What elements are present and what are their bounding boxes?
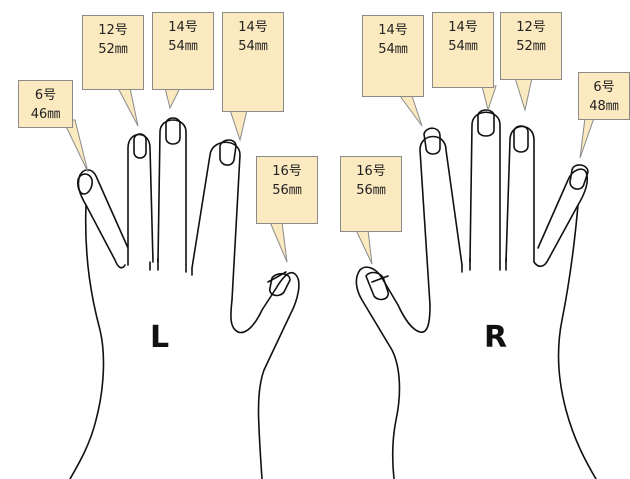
right-hand-outline [355,109,597,479]
left-middle-size: 14号 [168,20,198,35]
left-pinky-callout: 16号 56㎜ [256,156,318,224]
left-middle-callout: 14号 54㎜ [152,12,214,90]
right-index-mm: 52㎜ [516,39,546,54]
left-thumb-size: 6号 [34,88,57,103]
left-hand-label: L [150,320,170,355]
right-middle-mm: 54㎜ [448,39,478,54]
left-ring-callout: 14号 54㎜ [222,12,284,112]
right-ring-size: 14号 [378,23,408,38]
left-index-size: 12号 [98,23,128,38]
right-pinky-size: 16号 [356,164,386,179]
callout-pointers [62,77,595,265]
left-hand-outline [69,117,300,479]
right-index-size: 12号 [516,20,546,35]
right-hand-label: R [484,320,508,355]
left-pinky-size: 16号 [272,164,302,179]
right-index-callout: 12号 52㎜ [500,12,562,80]
left-pinky-mm: 56㎜ [272,183,302,198]
left-middle-mm: 54㎜ [168,39,198,54]
right-thumb-size: 6号 [593,80,615,95]
right-pinky-mm: 56㎜ [356,183,386,198]
right-ring-mm: 54㎜ [378,42,408,57]
left-index-callout: 12号 52㎜ [82,15,144,90]
right-ring-callout: 14号 54㎜ [362,15,424,97]
right-middle-callout: 14号 54㎜ [432,12,494,88]
left-ring-mm: 54㎜ [238,39,268,54]
right-thumb-mm: 48㎜ [589,99,619,114]
right-middle-size: 14号 [448,20,478,35]
left-index-mm: 52㎜ [98,42,128,57]
right-pinky-callout: 16号 56㎜ [340,156,402,232]
left-ring-size: 14号 [238,20,268,35]
left-thumb-mm: 46㎜ [30,107,61,122]
left-thumb-callout: 6号 46㎜ [18,80,73,128]
right-thumb-callout: 6号 48㎜ [578,72,630,120]
